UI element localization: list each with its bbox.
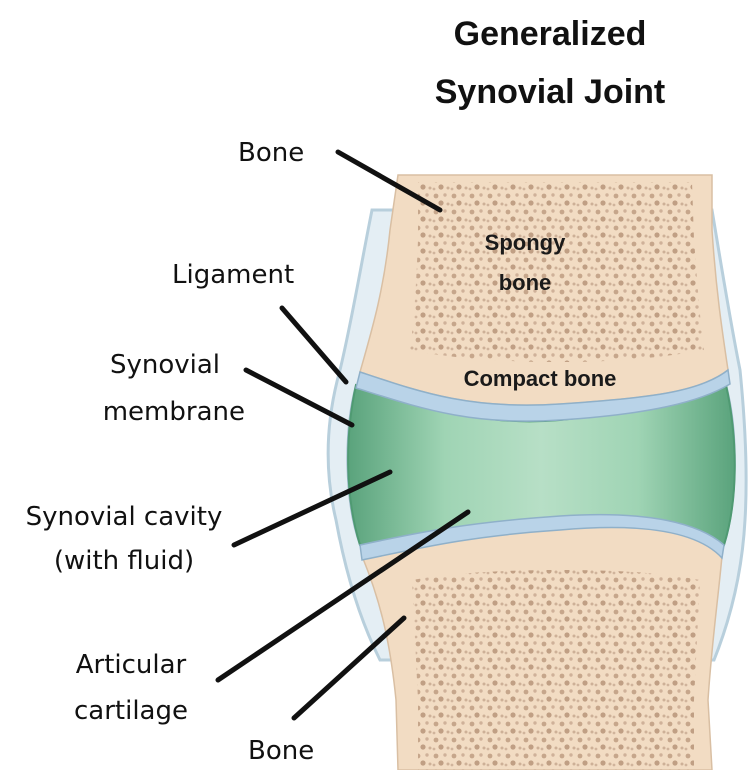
articular-cartilage-label-line-1: Articular: [56, 648, 206, 682]
leader-line-ligament: [282, 308, 346, 382]
synovial-membrane-label-line-1: Synovial: [60, 348, 220, 382]
spongy-bone-label-line-1: Spongy: [470, 228, 580, 258]
compact-bone-label: Compact bone: [420, 364, 660, 394]
lower-spongy-region: [412, 570, 700, 770]
bone-top-label: Bone: [238, 136, 304, 170]
diagram-title-line-2: Synovial Joint: [380, 72, 720, 112]
ligament-label: Ligament: [172, 258, 294, 292]
bone-bottom-label: Bone: [248, 734, 314, 768]
leader-line-bone-bottom: [294, 618, 404, 718]
spongy-bone-label-line-2: bone: [470, 268, 580, 298]
synovial-membrane-label-line-2: membrane: [60, 395, 245, 429]
articular-cartilage-label-line-2: cartilage: [56, 694, 206, 728]
synovial-cavity-label-line-1: Synovial cavity: [8, 500, 240, 534]
diagram-title-line-1: Generalized: [380, 14, 720, 54]
synovial-cavity-label-line-2: (with fluid): [8, 544, 240, 578]
